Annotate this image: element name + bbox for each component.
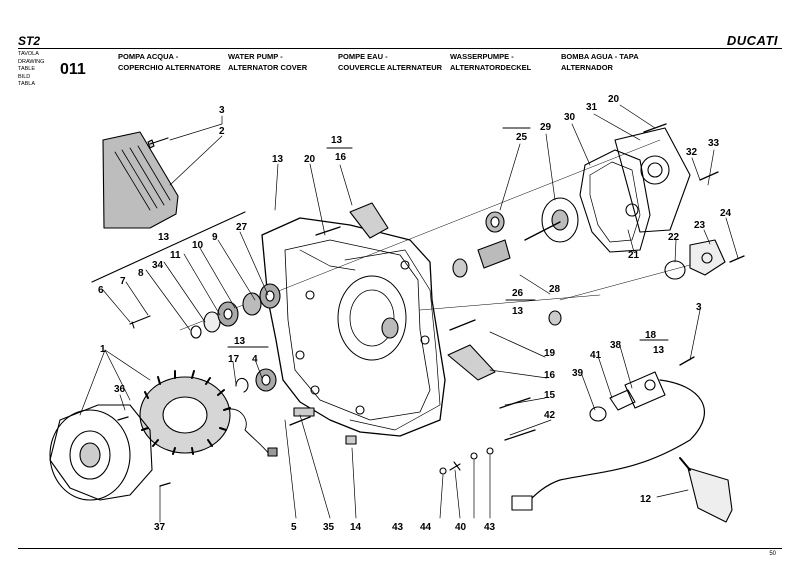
callout-label: 19 (544, 348, 556, 359)
table-label-list: TAVOLA DRAWING TABLE BILD TABLA (18, 51, 44, 89)
callout-label: 4 (252, 354, 258, 365)
title-en: WATER PUMP - ALTERNATOR COVER (228, 52, 308, 72)
title-es: BOMBA AGUA - TAPA ALTERNADOR (561, 52, 639, 72)
callout-label: 13 (158, 232, 170, 243)
callout-label: 6 (98, 285, 104, 296)
callout-label: 25 (516, 132, 528, 143)
callout-label: 38 (610, 340, 622, 351)
part-water-pump-body (579, 127, 691, 253)
callout-label: 18 (645, 330, 657, 341)
callout-label: 13 (234, 336, 246, 347)
callout-label: 27 (236, 222, 248, 233)
part-alternator-cover (261, 217, 446, 437)
callout-label: 20 (304, 154, 316, 165)
callout-label: 26 (512, 288, 524, 299)
part-impeller (524, 197, 579, 243)
callout-label: 29 (540, 122, 552, 133)
callout-label: 36 (114, 384, 126, 395)
callout-label: 14 (350, 522, 362, 533)
callout-labels: 3 2 13 13 16 20 13 25 29 30 31 20 32 33 … (98, 94, 732, 533)
title-it: POMPA ACQUA - COPERCHIO ALTERNATORE (118, 52, 221, 72)
callout-label: 10 (192, 240, 204, 251)
callout-label: 3 (696, 302, 702, 313)
callout-label: 13 (512, 306, 524, 317)
part-stator (139, 370, 278, 457)
model-name: ST2 (18, 34, 41, 48)
callout-label: 13 (331, 135, 343, 146)
page-number: 50 (769, 551, 776, 557)
callout-label: 30 (564, 112, 576, 123)
callout-label: 1 (100, 344, 106, 355)
callout-label: 13 (653, 345, 665, 356)
part-bearing-set (129, 283, 281, 339)
callout-label: 2 (219, 126, 225, 137)
table-label: BILD (18, 73, 31, 80)
callout-label: 35 (323, 522, 335, 533)
part-sealant-tube (679, 457, 733, 523)
callout-label: 13 (272, 154, 284, 165)
callout-label: 37 (154, 522, 166, 533)
callout-label: 42 (544, 410, 556, 421)
callout-label: 43 (484, 522, 496, 533)
table-label: TABLA (18, 81, 36, 87)
callout-label: 41 (590, 350, 602, 361)
title-fr: POMPE EAU - COUVERCLE ALTERNATEUR (338, 52, 443, 72)
callout-label: 43 (392, 522, 404, 533)
callout-label: 39 (572, 368, 584, 379)
callout-label: 5 (291, 522, 297, 533)
callout-label: 23 (694, 220, 706, 231)
table-number: 011 (60, 61, 86, 78)
callout-label: 28 (549, 284, 561, 295)
callout-label: 34 (152, 260, 164, 271)
callout-label: 11 (170, 250, 181, 261)
callout-label: 33 (708, 138, 720, 149)
callout-label: 24 (720, 208, 732, 219)
part-rotor (49, 404, 153, 501)
callout-label: 16 (544, 370, 556, 381)
footer-rule (18, 548, 782, 549)
part-cover-plate (102, 131, 179, 229)
callout-label: 9 (212, 232, 218, 243)
header-rule (18, 48, 782, 49)
table-label: TAVOLA (18, 51, 39, 57)
callout-label: 7 (120, 276, 126, 287)
table-label: TABLE (18, 66, 36, 72)
table-label: DRAWING (18, 58, 45, 65)
callout-label: 8 (138, 268, 144, 279)
callout-label: 21 (628, 250, 640, 261)
callout-label: 20 (608, 94, 620, 105)
callout-label: 12 (640, 494, 652, 505)
callout-label: 40 (455, 522, 467, 533)
callout-label: 44 (420, 522, 432, 533)
callout-label: 32 (686, 147, 698, 158)
title-de: WASSERPUMPE - ALTERNATORDECKEL (450, 52, 532, 72)
callout-label: 3 (219, 105, 225, 116)
callout-label: 16 (335, 152, 347, 163)
callout-label: 15 (544, 390, 556, 401)
callout-label: 17 (228, 354, 240, 365)
callout-label: 22 (668, 232, 680, 243)
callout-label: 31 (586, 102, 598, 113)
brand-logo: DUCATI (726, 33, 778, 48)
